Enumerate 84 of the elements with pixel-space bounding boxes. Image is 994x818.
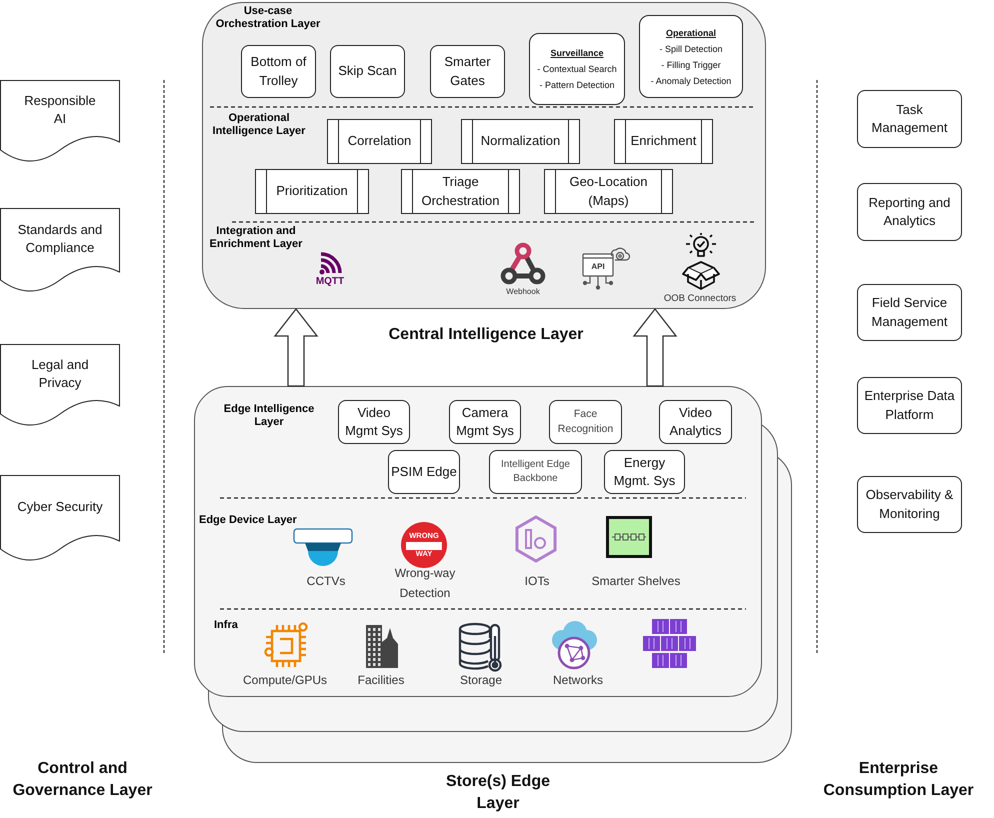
capability-label: Bottom of Trolley bbox=[250, 53, 308, 90]
block-arrow bbox=[274, 308, 318, 387]
service-label: Task Management bbox=[870, 100, 948, 137]
icon-caption: Compute/GPUs bbox=[242, 673, 328, 688]
icon-caption: Webhook bbox=[505, 287, 541, 297]
rounded-box bbox=[241, 45, 316, 98]
process-box bbox=[614, 119, 713, 164]
icon-caption: CCTVs bbox=[306, 574, 346, 589]
layer-title: Edge Device Layer bbox=[199, 514, 298, 527]
rounded-box bbox=[604, 450, 685, 494]
list-item: - Spill Detection bbox=[659, 42, 723, 56]
icon-caption: Networks bbox=[552, 673, 604, 688]
list-item: - Pattern Detection bbox=[539, 79, 615, 92]
rounded-box bbox=[857, 476, 962, 533]
icon-caption: Wrong-way Detection bbox=[394, 565, 456, 602]
layer-caption: Central Intelligence Layer bbox=[388, 325, 584, 345]
rounded-box bbox=[489, 450, 582, 494]
list-item: - Filling Trigger bbox=[661, 58, 721, 72]
rounded-box bbox=[330, 45, 405, 98]
rounded-box bbox=[388, 450, 460, 494]
process-label: Triage Orchestration bbox=[420, 173, 501, 210]
category-heading: Surveillance bbox=[550, 47, 604, 60]
service-label: Field Service Management bbox=[870, 294, 948, 331]
process-label: Prioritization bbox=[276, 182, 348, 200]
layer-title: Use-case Orchestration Layer bbox=[214, 5, 322, 31]
process-label: Enrichment bbox=[630, 132, 696, 150]
document-shape bbox=[0, 208, 120, 292]
rounded-box bbox=[659, 400, 732, 444]
capability-label: PSIM Edge bbox=[391, 462, 457, 481]
list-item: - Contextual Search bbox=[537, 63, 617, 76]
icon-caption: IOTs bbox=[524, 574, 550, 589]
column-heading: Control and Governance Layer bbox=[12, 759, 154, 801]
capability-label: Skip Scan bbox=[338, 62, 397, 80]
layer-title: Infra bbox=[214, 619, 239, 632]
rounded-box bbox=[857, 90, 962, 148]
service-label: Enterprise Data Platform bbox=[863, 387, 956, 424]
process-label: Correlation bbox=[348, 132, 412, 150]
rounded-box bbox=[857, 377, 962, 434]
policy-label: Responsible AI bbox=[23, 92, 97, 128]
process-box bbox=[255, 169, 369, 214]
rounded-box bbox=[857, 284, 962, 341]
icon-caption: OOB Connectors bbox=[662, 293, 738, 305]
rounded-box bbox=[338, 400, 410, 444]
process-box bbox=[461, 119, 580, 164]
capability-label: Energy Mgmt. Sys bbox=[612, 454, 676, 490]
layer-title: Operational Intelligence Layer bbox=[212, 112, 306, 138]
rounded-box bbox=[430, 45, 505, 98]
icon-caption: Storage bbox=[458, 673, 504, 688]
protocol-label: MQTT bbox=[314, 275, 346, 288]
policy-label: Legal and Privacy bbox=[30, 356, 90, 392]
category-heading: Operational bbox=[666, 26, 716, 40]
capability-label: Video Mgmt Sys bbox=[344, 404, 404, 440]
capability-label: Face Recognition bbox=[556, 407, 614, 437]
document-shape bbox=[0, 344, 120, 426]
process-box bbox=[401, 169, 520, 214]
policy-label: Cyber Security bbox=[17, 498, 103, 516]
capability-label: Camera Mgmt Sys bbox=[455, 404, 515, 440]
layer-title: Integration and Enrichment Layer bbox=[208, 225, 304, 251]
icon-caption: Facilities bbox=[356, 673, 406, 688]
capability-label: Video Analytics bbox=[668, 404, 723, 440]
icon-text: API bbox=[590, 262, 606, 272]
capability-label: Intelligent Edge Backbone bbox=[500, 458, 571, 486]
column-heading: Enterprise Consumption Layer bbox=[822, 759, 975, 801]
document-shape bbox=[0, 80, 120, 162]
icon-caption: Smarter Shelves bbox=[590, 574, 682, 589]
layer-caption: Store(s) Edge Layer bbox=[444, 772, 551, 814]
capability-label: Smarter Gates bbox=[443, 53, 492, 90]
service-label: Observability & Monitoring bbox=[864, 486, 954, 523]
list-item: - Anomaly Detection bbox=[650, 74, 732, 88]
process-box bbox=[327, 119, 432, 164]
service-label: Reporting and Analytics bbox=[868, 194, 952, 230]
layer-title: Edge Intelligence Layer bbox=[222, 403, 316, 429]
rounded-box bbox=[529, 33, 625, 105]
process-label: Normalization bbox=[480, 132, 560, 150]
document-shape bbox=[0, 475, 120, 561]
block-arrow bbox=[632, 308, 678, 387]
policy-label: Standards and Compliance bbox=[16, 220, 104, 257]
rounded-box bbox=[549, 400, 622, 444]
process-label: Geo-Location (Maps) bbox=[568, 173, 649, 210]
rounded-box bbox=[639, 15, 743, 98]
rounded-box bbox=[449, 400, 521, 444]
layer-panel bbox=[202, 2, 766, 309]
process-box bbox=[544, 169, 673, 214]
rounded-box bbox=[857, 183, 962, 241]
